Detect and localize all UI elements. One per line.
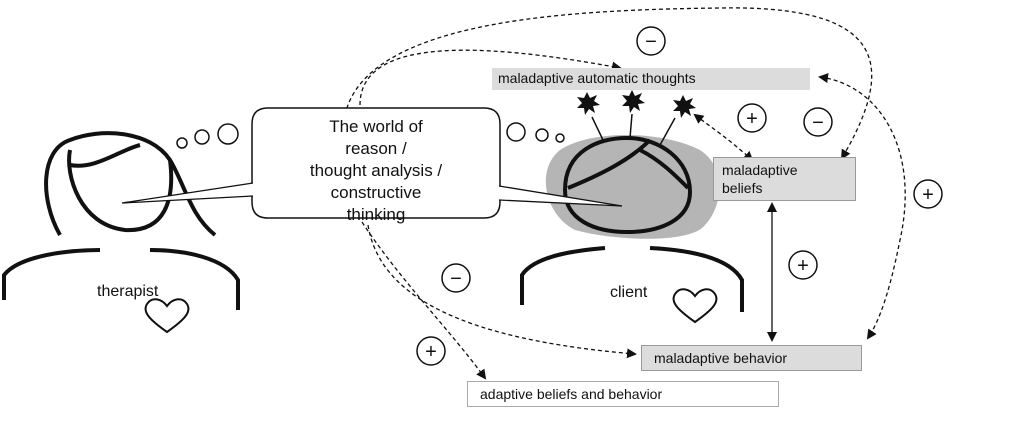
svg-text:+: + bbox=[746, 108, 758, 130]
arrow-bubble-to-thoughts bbox=[359, 49, 622, 106]
bubble-line: thought analysis / bbox=[309, 161, 443, 180]
beliefs-line2: beliefs bbox=[722, 180, 763, 196]
client-hair-line bbox=[567, 138, 690, 190]
plus-sign-icon: + bbox=[788, 250, 818, 280]
sign-markers: − + − + + − + bbox=[416, 26, 943, 366]
arrow-bubble-to-behavior bbox=[367, 224, 637, 359]
svg-text:−: − bbox=[645, 31, 657, 53]
beliefs-box: maladaptive beliefs bbox=[713, 157, 856, 201]
therapist-face bbox=[67, 149, 174, 233]
therapist-fringe bbox=[69, 143, 141, 168]
therapist-thought-circles bbox=[176, 123, 239, 149]
client-figure bbox=[520, 135, 744, 312]
bubble-line: reason / bbox=[345, 139, 407, 158]
svg-text:+: + bbox=[425, 341, 437, 363]
arrow-stars-beliefs bbox=[693, 113, 754, 162]
client-halo bbox=[545, 135, 720, 239]
behavior-box: maladaptive behavior bbox=[641, 345, 862, 371]
beliefs-line1: maladaptive bbox=[722, 162, 798, 178]
speech-bubble bbox=[121, 107, 623, 219]
bubble-line: thinking bbox=[346, 205, 406, 224]
burst-icon bbox=[673, 95, 696, 118]
plus-sign-icon: + bbox=[416, 336, 446, 366]
svg-text:−: − bbox=[812, 112, 824, 134]
bubble-line: The world of bbox=[329, 117, 423, 136]
client-head bbox=[562, 135, 693, 235]
svg-text:+: + bbox=[922, 184, 934, 206]
therapist-shoulders bbox=[2, 248, 240, 310]
bubble-pointer-client bbox=[498, 185, 623, 207]
adaptive-box: adaptive beliefs and behavior bbox=[467, 381, 779, 407]
thought-burst-icons bbox=[577, 90, 696, 118]
bubble-pointer-therapist bbox=[121, 182, 254, 204]
plus-sign-icon: + bbox=[737, 103, 767, 133]
client-label: client bbox=[610, 284, 648, 301]
thought-antennas bbox=[591, 113, 676, 146]
plus-sign-icon: + bbox=[913, 179, 943, 209]
bubble-line: constructive bbox=[330, 183, 422, 202]
burst-icon bbox=[622, 90, 645, 113]
svg-text:+: + bbox=[797, 255, 809, 277]
svg-text:−: − bbox=[450, 268, 462, 290]
minus-sign-icon: − bbox=[803, 107, 833, 137]
client-heart-icon bbox=[672, 288, 718, 324]
burst-icon bbox=[577, 92, 600, 115]
therapist-label: therapist bbox=[97, 283, 159, 300]
minus-sign-icon: − bbox=[441, 263, 471, 293]
automatic-thoughts-box: maladaptive automatic thoughts bbox=[492, 68, 810, 90]
client-shoulders bbox=[520, 246, 744, 312]
minus-sign-icon: − bbox=[636, 26, 666, 56]
client-thought-circles bbox=[506, 122, 565, 143]
arrow-outer-loop-to-beliefs bbox=[342, 7, 873, 160]
arrow-bubble-to-adaptive bbox=[361, 221, 487, 380]
therapist-heart-icon bbox=[144, 298, 190, 334]
bubble-text: The world of reason / thought analysis /… bbox=[256, 116, 496, 226]
influence-arrows bbox=[342, 7, 906, 380]
